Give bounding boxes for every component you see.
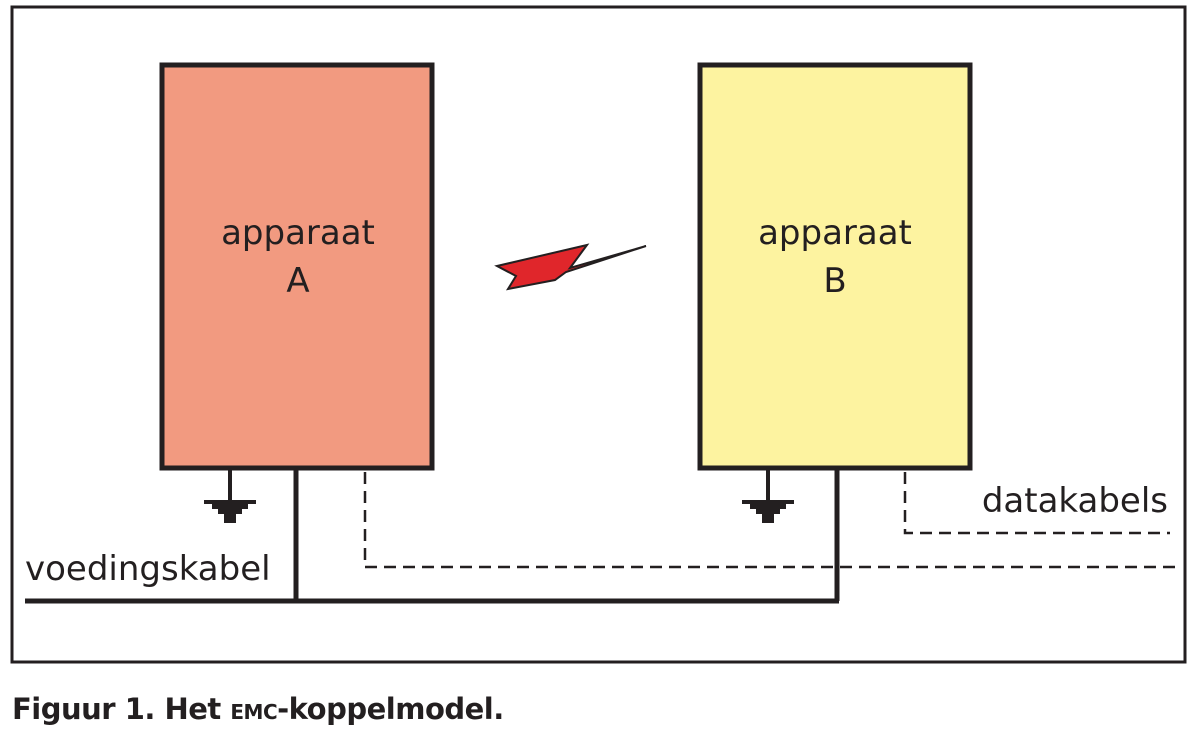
figure-caption: Figuur 1. Het EMC-koppelmodel. <box>12 692 504 726</box>
device-a: apparaat A <box>159 62 435 471</box>
device-b-letter: B <box>823 261 846 301</box>
device-a-letter: A <box>286 261 309 301</box>
power-cable <box>25 468 840 604</box>
device-b-label: apparaat <box>758 213 912 253</box>
data-cables <box>363 472 1175 569</box>
ground-icon <box>742 468 794 523</box>
caption-abbrev: EMC <box>230 692 278 726</box>
power-cable-label: voedingskabel <box>25 549 271 589</box>
caption-suffix: -koppelmodel. <box>277 692 504 726</box>
lightning-icon <box>494 243 647 291</box>
caption-prefix: Figuur 1. Het <box>12 692 231 726</box>
device-b: apparaat B <box>697 62 973 471</box>
data-cables-label: datakabels <box>982 481 1168 521</box>
figure-frame <box>10 5 1187 664</box>
device-a-label: apparaat <box>221 213 375 253</box>
ground-icon <box>204 468 256 523</box>
